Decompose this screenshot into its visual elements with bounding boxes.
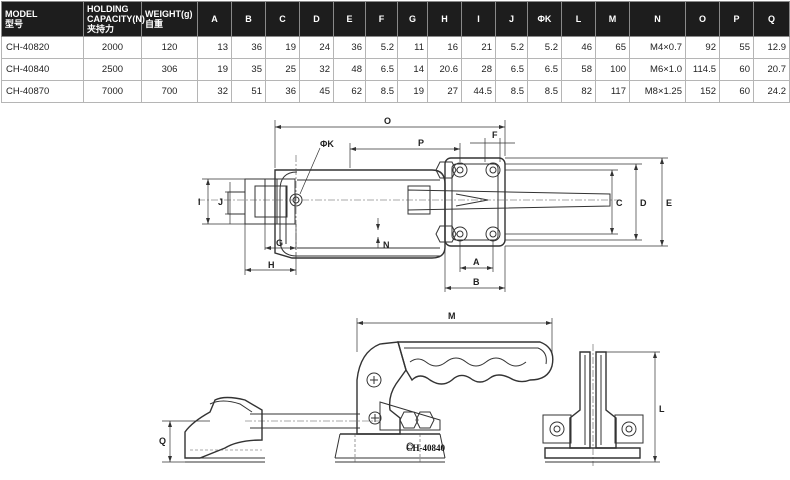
dim-label-E: E: [666, 198, 672, 208]
column-header-16: M: [595, 1, 630, 37]
table-cell: 7000: [83, 80, 142, 103]
column-header-12: I: [461, 1, 496, 37]
column-header-label: N: [654, 14, 661, 24]
column-header-17: N: [629, 1, 686, 37]
top-view: O P F ΦK I J G: [198, 116, 672, 292]
dim-label-K: ΦK: [320, 139, 334, 149]
dim-label-O: O: [384, 116, 391, 126]
column-header-label: L: [575, 14, 582, 24]
column-header-label: G: [408, 14, 416, 24]
column-header-5: B: [231, 1, 266, 37]
table-cell: 60: [719, 80, 754, 103]
dim-label-D: D: [640, 198, 647, 208]
table-cell: 44.5: [461, 80, 496, 103]
dim-label-P: P: [418, 138, 424, 148]
dim-label-A: A: [473, 257, 480, 267]
column-header-20: Q: [753, 1, 790, 37]
dim-label-J: J: [218, 197, 223, 207]
dim-label-F: F: [492, 130, 498, 140]
column-header-label: HOLDING CAPACITY(N): [87, 4, 145, 24]
dim-label-L: L: [659, 404, 665, 414]
column-header-cn-label: 夹持力: [87, 24, 115, 34]
column-header-label: O: [698, 14, 706, 24]
column-header-label: D: [313, 14, 320, 24]
column-header-18: O: [685, 1, 720, 37]
column-header-9: F: [365, 1, 398, 37]
column-header-4: A: [197, 1, 232, 37]
dim-label-C: C: [616, 198, 623, 208]
column-header-3: WEIGHT(g)自重: [141, 1, 198, 37]
column-header-label: F: [378, 14, 385, 24]
part-mark: CH-40840: [406, 443, 445, 453]
column-header-label: P: [733, 14, 740, 24]
column-header-13: J: [495, 1, 528, 37]
dim-label-N: N: [383, 240, 390, 250]
column-header-label: A: [211, 14, 218, 24]
column-header-label: H: [441, 14, 448, 24]
column-header-cn-label: 型号: [5, 19, 24, 29]
table-cell: 8.5: [365, 80, 398, 103]
dim-label-M: M: [448, 311, 456, 321]
bolt-top: [452, 162, 501, 178]
side-view: M Q: [159, 311, 554, 463]
column-header-11: H: [427, 1, 462, 37]
column-header-8: E: [333, 1, 366, 37]
column-header-label: M: [608, 14, 617, 24]
column-header-7: D: [299, 1, 334, 37]
column-header-6: C: [265, 1, 300, 37]
column-header-label: WEIGHT(g): [145, 9, 193, 19]
dim-label-I: I: [198, 197, 201, 207]
column-header-15: L: [561, 1, 596, 37]
table-cell: 24.2: [753, 80, 790, 103]
column-header-label: MODEL: [5, 9, 38, 19]
column-header-label: E: [346, 14, 353, 24]
dim-label-B: B: [473, 277, 480, 287]
column-header-label: Q: [767, 14, 775, 24]
column-header-cn-label: 自重: [145, 19, 164, 29]
column-header-label: B: [245, 14, 252, 24]
column-header-label: C: [279, 14, 286, 24]
column-header-label: J: [508, 14, 514, 24]
end-view: L: [542, 344, 665, 466]
column-header-19: P: [719, 1, 754, 37]
column-header-2: HOLDING CAPACITY(N)夹持力: [83, 1, 145, 37]
table-cell: M8×1.25: [629, 80, 686, 103]
dim-label-H: H: [268, 260, 275, 270]
column-header-10: G: [397, 1, 428, 37]
table-cell: 700: [141, 80, 198, 103]
column-header-label: ΦK: [537, 14, 552, 24]
bolt-bottom: [452, 226, 501, 242]
dim-label-Q: Q: [159, 436, 166, 446]
dim-label-G: G: [276, 238, 283, 248]
column-header-label: I: [477, 14, 480, 24]
